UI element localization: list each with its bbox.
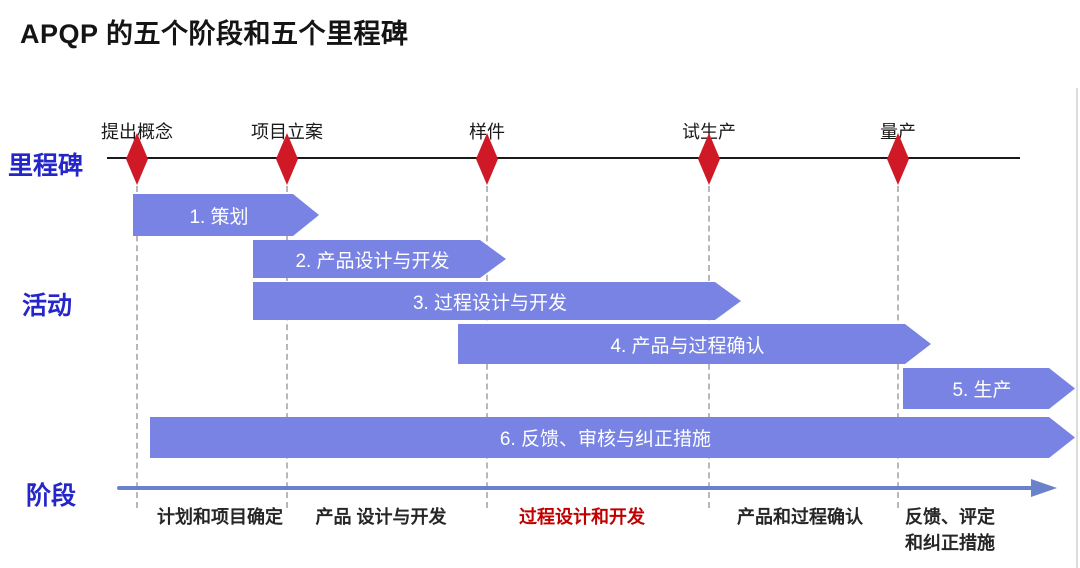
activity-bar-label: 4. 产品与过程确认	[610, 335, 765, 357]
milestone-label: 量产	[880, 122, 916, 142]
milestone-diamond-icon	[126, 133, 148, 185]
activity-bar-label: 6. 反馈、审核与纠正措施	[499, 429, 712, 450]
activity-bar-label: 1. 策划	[189, 206, 249, 228]
activity-bar: 6. 反馈、审核与纠正措施	[150, 417, 1075, 458]
row-label-phases: 阶段	[26, 482, 77, 510]
activity-bar: 4. 产品与过程确认	[458, 324, 931, 364]
activity-bar-label: 2. 产品设计与开发	[295, 250, 450, 272]
phase-label: 反馈、评定 和纠正措施	[905, 507, 995, 553]
milestone-diamond-icon	[276, 133, 298, 185]
activity-bar: 1. 策划	[133, 194, 319, 236]
milestone-timeline-line	[107, 157, 1020, 159]
phase-label-highlighted: 过程设计和开发	[519, 507, 645, 527]
milestone-diamond-icon	[887, 133, 909, 185]
activity-bar: 2. 产品设计与开发	[253, 240, 506, 278]
phase-axis-arrowhead-icon	[1031, 479, 1057, 497]
row-label-milestones: 里程碑	[8, 152, 84, 180]
phase-label: 产品和过程确认	[737, 507, 863, 527]
milestone-label: 项目立案	[251, 122, 323, 142]
activity-bar-label: 3. 过程设计与开发	[412, 292, 568, 314]
phase-axis-line	[117, 486, 1035, 490]
phase-label: 计划和项目确定	[157, 507, 283, 527]
activity-bar-label: 5. 生产	[952, 380, 1012, 401]
page-title: APQP 的五个阶段和五个里程碑	[20, 19, 409, 49]
activity-bar: 3. 过程设计与开发	[253, 282, 741, 320]
phase-label: 产品 设计与开发	[315, 507, 447, 527]
slide-edge-line	[1076, 88, 1078, 568]
milestone-guide-line	[136, 186, 138, 508]
milestone-label: 试生产	[682, 122, 736, 142]
milestone-label: 提出概念	[101, 122, 173, 142]
row-label-activities: 活动	[22, 292, 73, 320]
milestone-guide-line	[286, 186, 288, 508]
milestone-label: 样件	[469, 122, 505, 142]
milestone-diamond-icon	[698, 133, 720, 185]
activity-bar: 5. 生产	[903, 368, 1075, 409]
milestone-diamond-icon	[476, 133, 498, 185]
